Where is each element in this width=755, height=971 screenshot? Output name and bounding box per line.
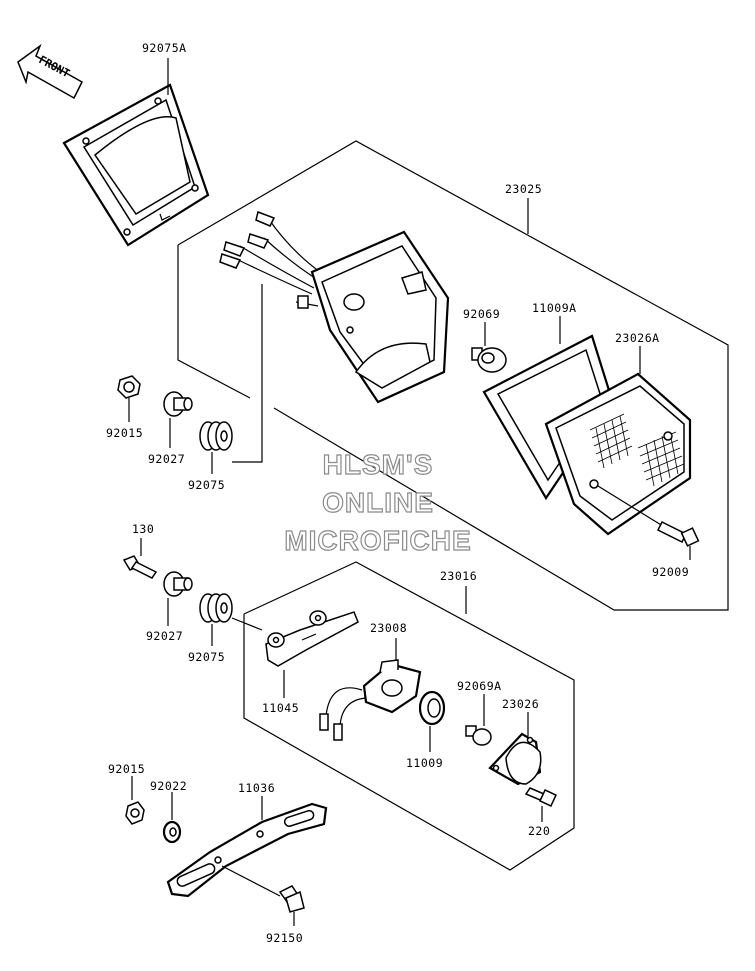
lens-23026a: [544, 372, 692, 536]
nut-92015-top: [117, 375, 141, 399]
label-92075-mid: 92075: [188, 650, 225, 664]
nut-92015-bottom: [125, 801, 145, 825]
wire-harness: [219, 211, 321, 295]
label-92015-bottom: 92015: [108, 762, 145, 776]
taillight-housing: [295, 230, 450, 404]
label-92022: 92022: [150, 779, 187, 793]
bracket-11045: [265, 610, 359, 667]
bolt-130: [122, 555, 158, 579]
label-92015-top: 92015: [106, 426, 143, 440]
label-92069a: 92069A: [457, 679, 502, 693]
bulb-92069a: [465, 725, 492, 746]
label-23025: 23025: [505, 182, 542, 196]
grommet-92075-top: [199, 421, 233, 451]
screw-92009: [656, 520, 700, 547]
washer-92022: [162, 820, 182, 844]
watermark-line-2: ONLINE: [322, 487, 434, 518]
label-23026: 23026: [502, 697, 539, 711]
grommet-92075-mid: [199, 593, 233, 623]
label-92075a: 92075A: [142, 41, 187, 55]
socket-23008: [319, 659, 422, 741]
label-23008: 23008: [370, 621, 407, 635]
label-92075-top: 92075: [188, 478, 225, 492]
label-11009: 11009: [406, 756, 443, 770]
label-23016: 23016: [440, 569, 477, 583]
label-92027-top: 92027: [148, 452, 185, 466]
label-92027-mid: 92027: [146, 629, 183, 643]
label-220: 220: [528, 824, 550, 838]
label-92150: 92150: [266, 931, 303, 945]
label-92069: 92069: [463, 307, 500, 321]
label-11045: 11045: [262, 701, 299, 715]
front-arrow-icon: FRONT: [17, 43, 83, 100]
label-130: 130: [132, 522, 154, 536]
seal-11009: [418, 690, 446, 726]
gasket-92075a: [62, 83, 210, 247]
lens-23026: [488, 732, 542, 786]
watermark-line-3: MICROFICHE: [284, 525, 471, 556]
collar-92027-top: [163, 391, 193, 417]
bracket-11036: [166, 802, 328, 898]
bulb-92069: [471, 347, 507, 373]
label-23026a: 23026A: [615, 331, 660, 345]
label-11009a: 11009A: [532, 301, 577, 315]
collar-92027-mid: [163, 571, 193, 597]
label-92009: 92009: [652, 565, 689, 579]
screw-220: [524, 787, 557, 807]
label-11036: 11036: [238, 781, 275, 795]
watermark-line-1: HLSM'S: [323, 449, 434, 480]
bolt-92150: [278, 885, 305, 913]
